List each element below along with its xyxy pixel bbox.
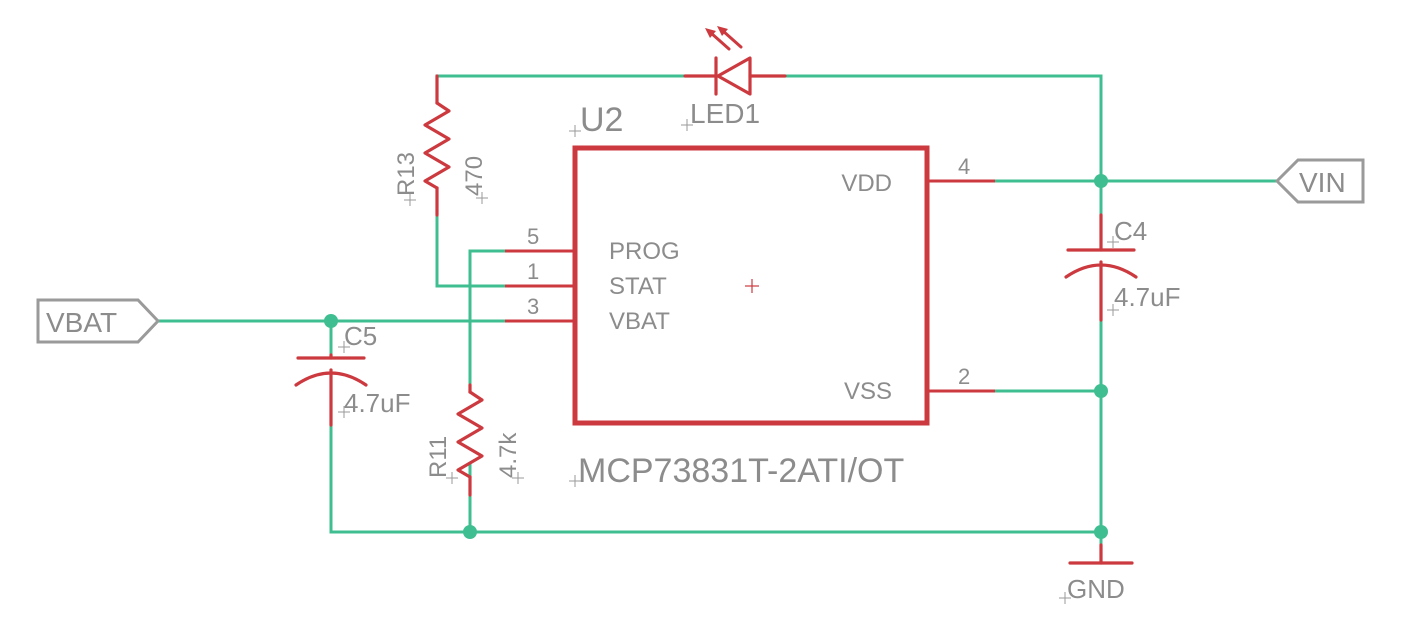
- capacitor-c5: C5 4.7uF: [294, 321, 411, 427]
- ic-part-origin: [569, 475, 581, 487]
- r13-origin: [404, 192, 488, 206]
- junction-vdd: [1094, 174, 1108, 188]
- led-triangle: [716, 56, 752, 96]
- junction-vbat: [324, 314, 338, 328]
- r11-value: 4.7k: [495, 432, 522, 478]
- wire-led-to-vin: [783, 74, 1103, 183]
- pin-vdd-name: VDD: [841, 170, 892, 197]
- junction-r11-ground: [463, 525, 477, 539]
- c5-value: 4.7uF: [344, 388, 411, 418]
- pin-vbat-number: 3: [527, 294, 539, 319]
- c4-origin: [1107, 236, 1119, 316]
- capacitor-c4: C4 4.7uF: [1064, 213, 1181, 322]
- pin-vss-number: 2: [958, 364, 970, 389]
- pin-stat-name: STAT: [609, 273, 667, 300]
- junction-vss: [1094, 384, 1108, 398]
- led-light-arrows: [705, 26, 743, 51]
- wire-prog-to-r11: [468, 249, 507, 387]
- r11-designator: R11: [425, 436, 452, 478]
- ground-symbol: GND: [1059, 543, 1134, 604]
- port-vbat-label: VBAT: [46, 307, 117, 338]
- pin-prog-number: 5: [527, 224, 539, 249]
- junctions: [324, 174, 1108, 539]
- pin-vdd-number: 4: [958, 154, 970, 179]
- port-vin: VIN: [1274, 158, 1365, 204]
- resistor-r13: R13 470: [393, 74, 488, 217]
- junction-gnd: [1094, 525, 1108, 539]
- ground-origin: [1059, 592, 1071, 604]
- ic-u2: VDD VSS PROG STAT VBAT 4 2 5 1 3 U2 MCP7…: [505, 101, 995, 490]
- c5-origin: [338, 341, 350, 418]
- led-led1: LED1: [681, 26, 787, 131]
- port-vin-label: VIN: [1299, 167, 1346, 198]
- ground-label: GND: [1067, 574, 1125, 604]
- port-vbat: VBAT: [36, 298, 161, 344]
- resistor-r11-zigzag: [456, 390, 484, 479]
- port-vin-shape: [1274, 158, 1365, 204]
- r11-origin: [446, 472, 524, 484]
- c4-value: 4.7uF: [1114, 282, 1181, 312]
- c5-designator: C5: [344, 321, 377, 351]
- led1-designator: LED1: [690, 98, 760, 129]
- pin-prog-name: PROG: [609, 238, 680, 265]
- pin-stat-number: 1: [527, 259, 539, 284]
- wire-r13-to-stat: [435, 213, 507, 288]
- led1-origin: [681, 119, 693, 131]
- c4-designator: C4: [1114, 216, 1147, 246]
- port-vbat-shape: [36, 298, 161, 344]
- resistor-r13-zigzag: [423, 101, 451, 190]
- ic-designator: U2: [580, 101, 623, 139]
- r13-value: 470: [461, 156, 488, 196]
- ic-designator-origin: [569, 125, 581, 137]
- pin-vbat-name: VBAT: [609, 308, 670, 335]
- pin-vss-name: VSS: [844, 378, 892, 405]
- r13-designator: R13: [393, 152, 420, 196]
- ic-part-number: MCP73831T-2ATI/OT: [578, 452, 904, 490]
- resistor-r11: R11 4.7k: [425, 383, 524, 497]
